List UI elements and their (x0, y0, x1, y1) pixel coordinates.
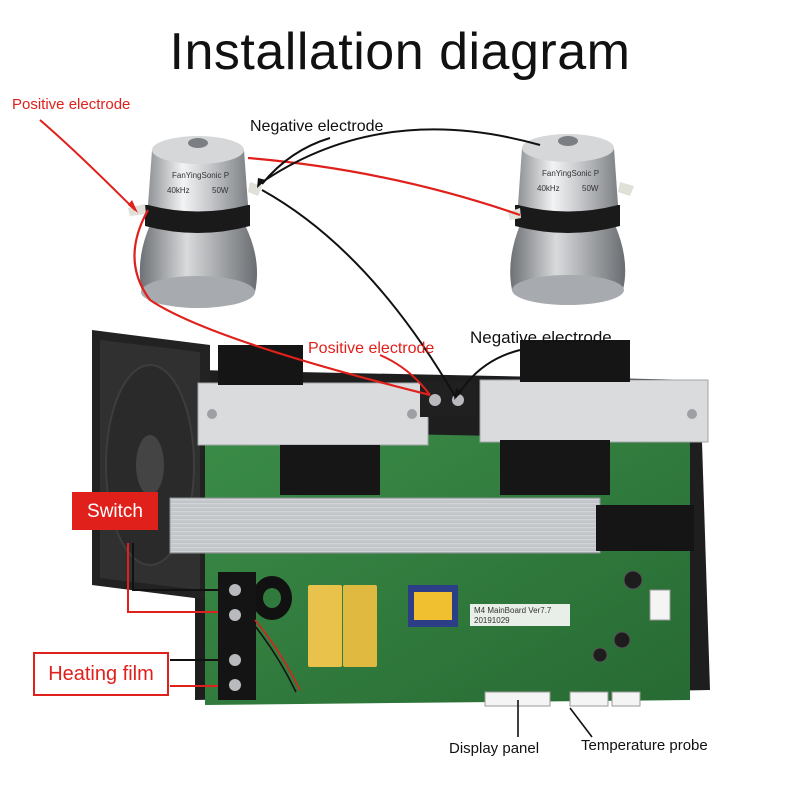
transducer-left-freq: 40kHz (167, 186, 190, 195)
transducer-left-power: 50W (212, 186, 229, 195)
generator-unit: M4 MainBoard Ver7.7 20191029 (92, 330, 710, 707)
label-display-panel: Display panel (449, 740, 540, 757)
label-negative-electrode-mid: Negative electrode (470, 328, 612, 347)
transducer-right-brand: FanYingSonic P (542, 169, 599, 178)
cooling-fan (92, 330, 210, 600)
transducer-right-freq: 40kHz (537, 184, 560, 193)
transducer-left: FanYingSonic P 40kHz 50W (128, 136, 262, 308)
label-heating-film: Heating film (33, 652, 169, 696)
label-switch: Switch (72, 492, 158, 530)
page-title: Installation diagram (169, 23, 631, 81)
board-name: M4 MainBoard Ver7.7 (474, 606, 552, 615)
transducer-left-brand: FanYingSonic P (172, 171, 229, 180)
board-date: 20191029 (474, 616, 510, 625)
label-positive-electrode-top: Positive electrode (12, 96, 131, 113)
transducer-right: FanYingSonic P 40kHz 50W (508, 134, 634, 305)
transducer-right-power: 50W (582, 184, 599, 193)
label-negative-electrode-top: Negative electrode (250, 118, 384, 135)
label-temperature-probe: Temperature probe (581, 737, 708, 754)
wiring (39, 119, 593, 738)
label-positive-electrode-mid: Positive electrode (308, 340, 435, 357)
